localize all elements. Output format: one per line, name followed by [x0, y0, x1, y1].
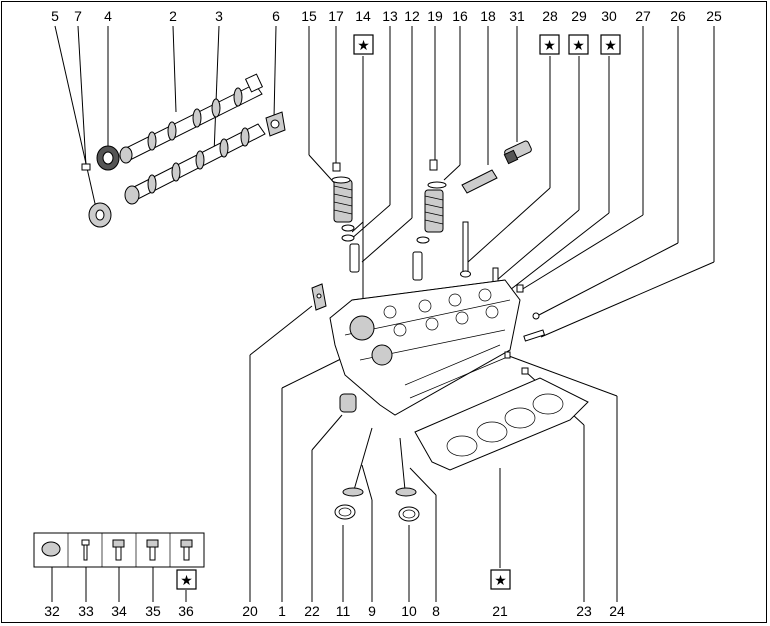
callout-22: 22 — [304, 603, 320, 619]
callout-28: 28 — [542, 8, 558, 24]
plug-26 — [532, 312, 540, 320]
oil-control-valve-31 — [503, 140, 532, 165]
legend-bolt-34 — [112, 539, 125, 561]
callout-1: 1 — [278, 603, 286, 619]
callout-3: 3 — [215, 8, 223, 24]
svg-text:★: ★ — [494, 572, 507, 588]
retainer-17 — [331, 162, 351, 184]
cam-phaser-5 — [88, 202, 112, 228]
callout-11: 11 — [336, 603, 351, 619]
seal-ring-10 — [398, 506, 420, 522]
callout-5: 5 — [51, 8, 59, 24]
svg-text:★: ★ — [357, 37, 370, 53]
callout-7: 7 — [74, 8, 82, 24]
dowel-23 — [521, 367, 529, 375]
callout-21: 21 — [492, 603, 508, 619]
cylinder-head-1 — [329, 279, 521, 416]
callout-12: 12 — [404, 8, 420, 24]
legend-bolt-35 — [146, 539, 159, 561]
cam-journals — [383, 288, 499, 337]
camshaft-lower — [124, 123, 266, 205]
star-marker-36: ★ — [176, 569, 197, 590]
callout-25: 25 — [706, 8, 722, 24]
callout-10: 10 — [401, 603, 417, 619]
callout-31: 31 — [509, 8, 525, 24]
retainer-19 — [427, 159, 447, 189]
svg-text:★: ★ — [604, 37, 617, 53]
callout-20: 20 — [242, 603, 258, 619]
valve-seal-13-14 — [341, 224, 430, 244]
star-marker-21: ★ — [490, 569, 511, 590]
legend-bolt-36 — [180, 539, 193, 561]
callout-8: 8 — [432, 603, 440, 619]
callout-27: 27 — [635, 8, 651, 24]
svg-text:★: ★ — [180, 572, 193, 588]
callout-32: 32 — [44, 603, 60, 619]
callout-14: 14 — [355, 8, 371, 24]
callout-33: 33 — [78, 603, 94, 619]
legend-bolt-33 — [81, 539, 90, 561]
callout-13: 13 — [382, 8, 398, 24]
callout-17: 17 — [328, 8, 344, 24]
cam-phaser-4 — [96, 145, 120, 171]
head-gasket-21 — [414, 377, 589, 471]
rocker-18 — [461, 169, 498, 194]
valve-guide-12 — [349, 243, 423, 281]
star-marker-30: ★ — [600, 34, 621, 55]
valve-spring-15 — [333, 179, 353, 223]
callout-15: 15 — [301, 8, 317, 24]
lifting-bracket-20 — [311, 283, 327, 311]
callout-16: 16 — [452, 8, 468, 24]
callout-19: 19 — [427, 8, 443, 24]
svg-text:★: ★ — [543, 37, 556, 53]
callout-23: 23 — [576, 603, 592, 619]
callout-6: 6 — [272, 8, 280, 24]
callout-36: 36 — [178, 603, 194, 619]
callout-4: 4 — [104, 8, 112, 24]
legend-plug-32 — [41, 541, 61, 557]
sensor-25 — [523, 329, 546, 342]
star-marker-14: ★ — [353, 34, 374, 55]
leader-lines — [54, 25, 715, 602]
callout-26: 26 — [670, 8, 686, 24]
plug-27 — [516, 284, 524, 293]
callout-30: 30 — [601, 8, 617, 24]
callout-29: 29 — [571, 8, 587, 24]
seal-ring-11 — [334, 504, 356, 520]
camshaft-upper — [119, 73, 264, 164]
callout-18: 18 — [480, 8, 496, 24]
exhaust-valve-8 — [395, 437, 417, 497]
bearing-cap-6 — [265, 111, 286, 137]
bolt-7 — [81, 163, 91, 171]
callout-24: 24 — [609, 603, 625, 619]
cap-plug-22 — [339, 393, 357, 413]
dowel-24 — [504, 351, 511, 359]
callout-9: 9 — [368, 603, 376, 619]
svg-text:★: ★ — [572, 37, 585, 53]
callout-34: 34 — [111, 603, 127, 619]
callout-35: 35 — [145, 603, 161, 619]
callout-2: 2 — [169, 8, 177, 24]
head-bolt-28 — [460, 221, 471, 278]
valve-spring-16 — [424, 189, 444, 233]
star-marker-28: ★ — [539, 34, 560, 55]
star-marker-29: ★ — [568, 34, 589, 55]
intake-valve-9 — [342, 427, 373, 497]
fastener-legend — [33, 532, 205, 602]
